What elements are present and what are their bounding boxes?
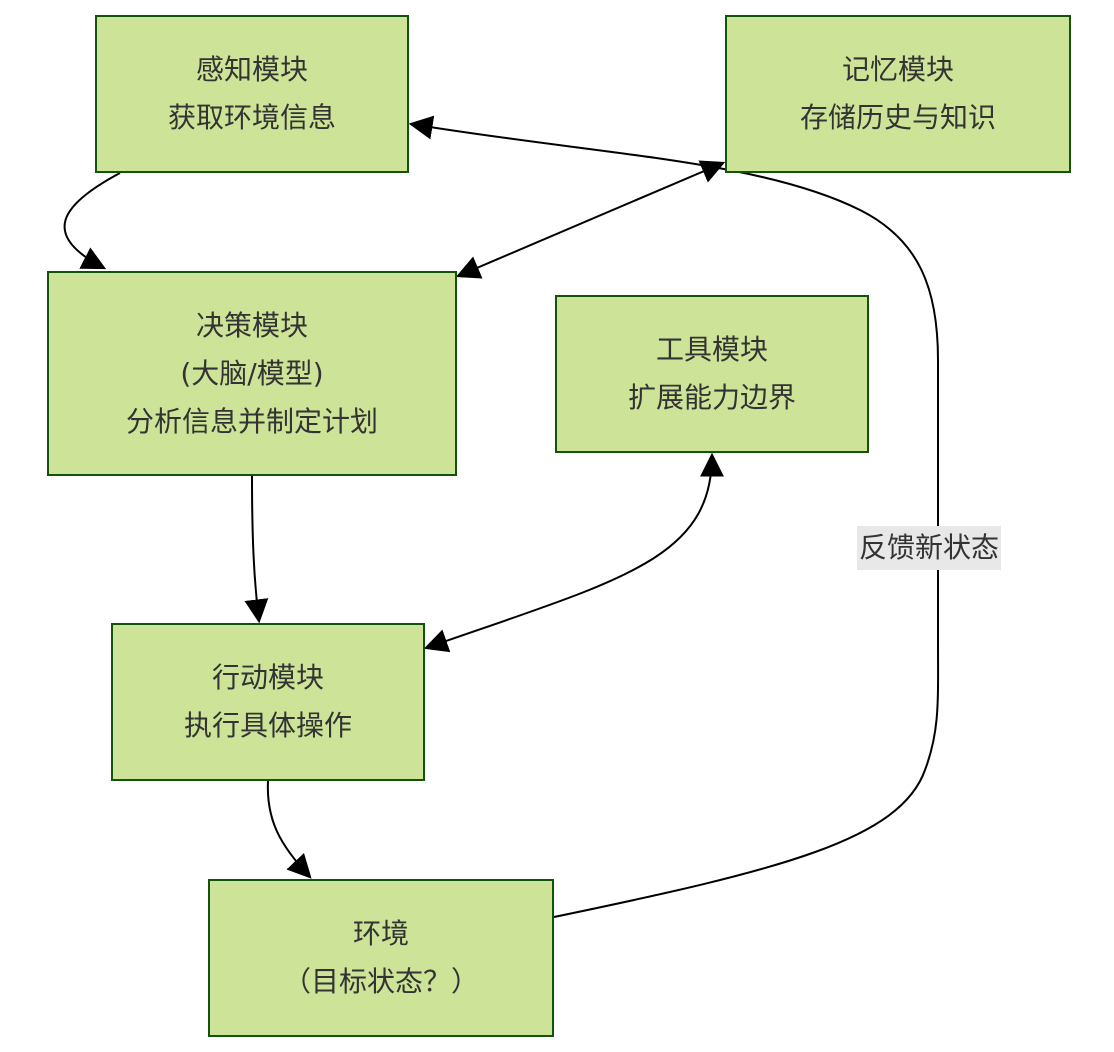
node-environment-desc: （目标状态？）	[282, 965, 479, 998]
node-perception-title: 感知模块	[195, 53, 308, 86]
node-decision-title: 决策模块	[195, 308, 308, 342]
node-action-desc: 执行具体操作	[183, 709, 352, 742]
node-memory-desc: 存储历史与知识	[799, 101, 996, 134]
node-decision-subtitle: (大脑/模型)	[180, 356, 324, 390]
node-memory-title: 记忆模块	[841, 53, 954, 86]
node-tools[interactable]: 工具模块 扩展能力边界	[555, 295, 869, 453]
edge-action-to-environment	[266, 779, 312, 879]
edge-perception-to-decision	[63, 172, 121, 270]
node-memory[interactable]: 记忆模块 存储历史与知识	[725, 15, 1071, 173]
edge-decision-memory	[455, 160, 726, 279]
node-environment-title: 环境	[352, 917, 409, 950]
node-perception-desc: 获取环境信息	[167, 101, 336, 134]
node-action-title: 行动模块	[211, 661, 324, 694]
edge-label-feedback: 反馈新状态	[857, 526, 1002, 570]
edge-decision-to-action	[244, 475, 269, 624]
node-tools-title: 工具模块	[655, 333, 768, 366]
node-perception[interactable]: 感知模块 获取环境信息	[95, 15, 409, 173]
node-decision[interactable]: 决策模块 (大脑/模型) 分析信息并制定计划	[47, 271, 457, 476]
node-decision-desc: 分析信息并制定计划	[125, 404, 378, 438]
node-action[interactable]: 行动模块 执行具体操作	[111, 623, 425, 781]
edge-action-tools	[423, 452, 724, 653]
node-tools-desc: 扩展能力边界	[627, 381, 796, 414]
node-environment[interactable]: 环境 （目标状态？）	[208, 879, 554, 1037]
edge-environment-to-perception	[408, 115, 940, 918]
